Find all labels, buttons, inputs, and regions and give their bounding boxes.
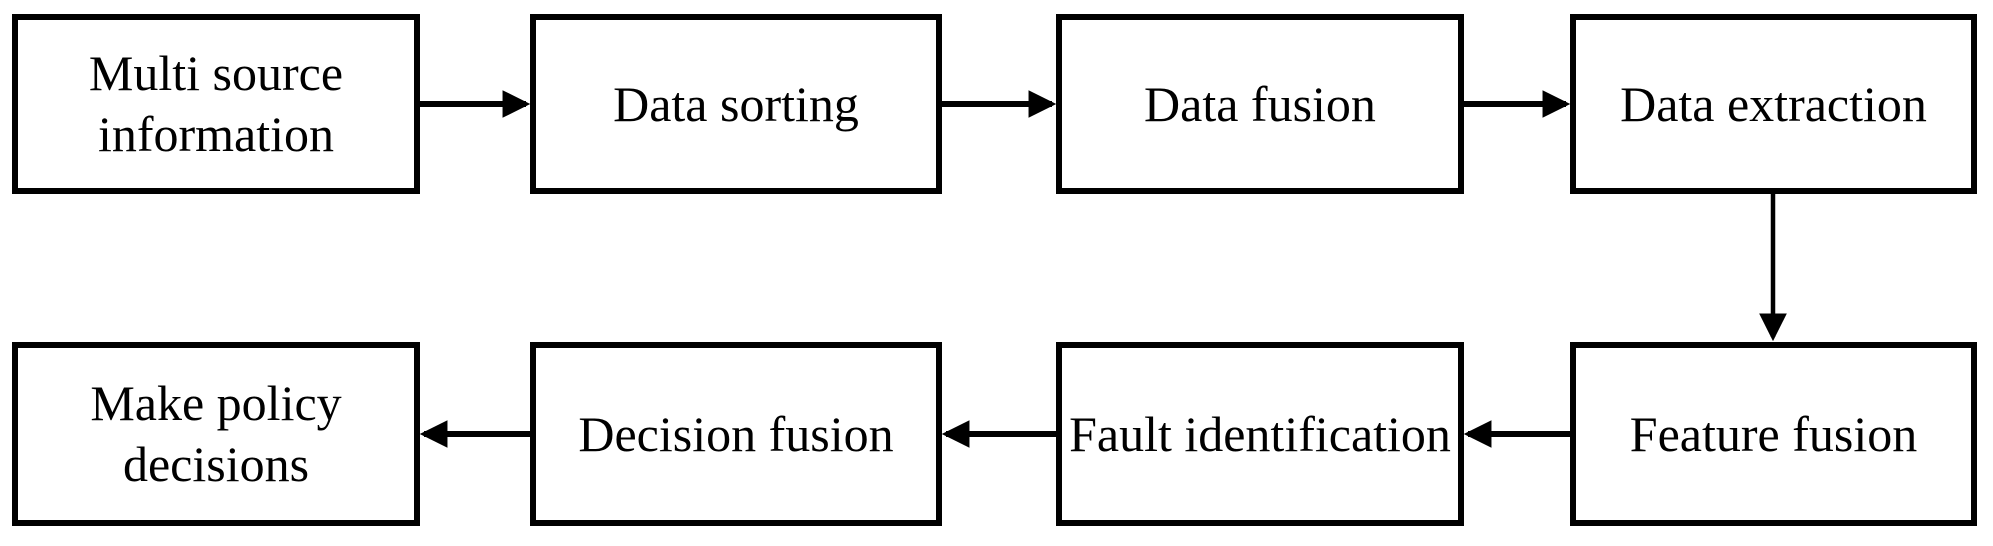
flow-node-label: Multi source information — [88, 45, 344, 162]
flow-node-label: Fault identification — [1069, 405, 1451, 462]
flow-node-make-policy-decisions: Make policy decisions — [12, 342, 420, 526]
flow-node-label: Make policy decisions — [90, 375, 342, 492]
flow-node-fault-identification: Fault identification — [1056, 342, 1464, 526]
flow-node-data-extraction: Data extraction — [1570, 14, 1977, 194]
flow-node-label: Data sorting — [613, 75, 859, 132]
flow-node-data-fusion: Data fusion — [1056, 14, 1464, 194]
flow-node-decision-fusion: Decision fusion — [530, 342, 942, 526]
flow-node-label: Feature fusion — [1629, 405, 1918, 462]
flow-node-feature-fusion: Feature fusion — [1570, 342, 1977, 526]
flow-node-label: Data extraction — [1620, 75, 1927, 132]
flow-node-multi-source-information: Multi source information — [12, 14, 420, 194]
flow-node-data-sorting: Data sorting — [530, 14, 942, 194]
flow-node-label: Data fusion — [1144, 75, 1376, 132]
flow-node-label: Decision fusion — [578, 405, 894, 462]
